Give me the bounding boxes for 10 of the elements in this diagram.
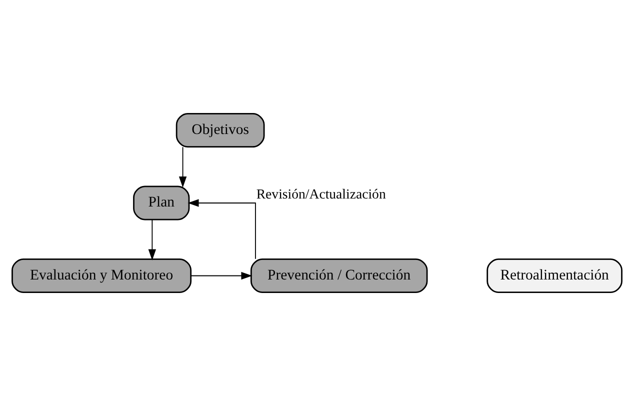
node-box: Prevención / Corrección (250, 258, 428, 292)
arrow (148, 218, 156, 260)
arrow (190, 271, 252, 280)
node-box: Retroalimentación (486, 258, 622, 292)
node-box: Plan (133, 185, 190, 220)
arrow (188, 198, 256, 259)
edge-label: Revisión/Actualización (256, 186, 386, 201)
arrow (178, 146, 187, 188)
node-box: Evaluación y Monitoreo (12, 258, 192, 292)
node-box: Objetivos (176, 112, 265, 148)
